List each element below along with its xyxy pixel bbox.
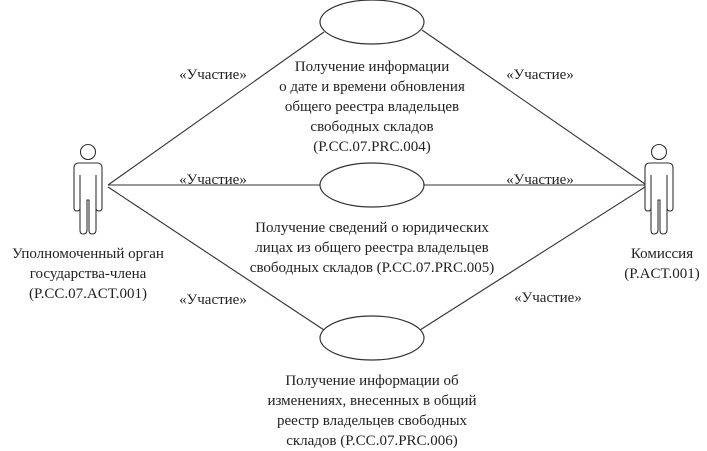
label-line: лицах из общего реестра владельцев bbox=[255, 240, 488, 256]
label-line: Получение сведений о юридических bbox=[255, 220, 489, 236]
use-case-2-ellipse[interactable] bbox=[319, 162, 425, 208]
use-case-3-label: Получение информации об изменениях, внес… bbox=[267, 373, 476, 449]
label-line: реестр владельцев свободных bbox=[277, 413, 468, 429]
association-left-uc3 bbox=[107, 186, 325, 331]
stereotype-label: «Участие» bbox=[179, 172, 247, 188]
use-case-2-label: Получение сведений о юридических лицах и… bbox=[250, 220, 494, 276]
label-line: (P.CC.07.ACT.001) bbox=[29, 286, 147, 302]
association-left-uc1 bbox=[107, 31, 325, 186]
label-line: Получение информации bbox=[295, 59, 449, 75]
label-line: свободных складов bbox=[310, 119, 433, 135]
stereotype-label: «Участие» bbox=[506, 67, 574, 83]
association-right-uc1 bbox=[421, 29, 646, 185]
label-line: о дате и времени обновления bbox=[279, 79, 465, 95]
actor-right-label: Комиссия (P.ACT.001) bbox=[624, 246, 700, 282]
stereotype-label: «Участие» bbox=[179, 292, 247, 308]
association-right-uc3 bbox=[419, 186, 646, 331]
label-line: свободных складов (P.CC.07.PRC.005) bbox=[250, 260, 494, 276]
label-line: Уполномоченный орган bbox=[12, 246, 164, 262]
stereotype-label: «Участие» bbox=[179, 67, 247, 83]
label-line: изменениях, внесенных в общий bbox=[267, 393, 476, 409]
label-line: Комиссия bbox=[631, 246, 693, 262]
label-line: (P.ACT.001) bbox=[624, 266, 700, 282]
use-case-1-label: Получение информации о дате и времени об… bbox=[279, 59, 465, 155]
label-line: (P.CC.07.PRC.004) bbox=[313, 139, 431, 155]
actor-right-icon[interactable] bbox=[644, 143, 674, 235]
use-case-1-ellipse[interactable] bbox=[319, 0, 425, 45]
use-case-3-ellipse[interactable] bbox=[319, 315, 425, 361]
label-line: общего реестра владельцев bbox=[285, 99, 459, 115]
actor-left-icon[interactable] bbox=[73, 143, 103, 235]
label-line: государства-члена bbox=[30, 266, 147, 282]
actor-left-label: Уполномоченный орган государства-члена (… bbox=[12, 246, 164, 302]
stereotype-label: «Участие» bbox=[506, 172, 574, 188]
stereotype-label: «Участие» bbox=[514, 290, 582, 306]
label-line: Получение информации об bbox=[285, 373, 459, 389]
label-line: складов (P.CC.07.PRC.006) bbox=[286, 433, 458, 449]
